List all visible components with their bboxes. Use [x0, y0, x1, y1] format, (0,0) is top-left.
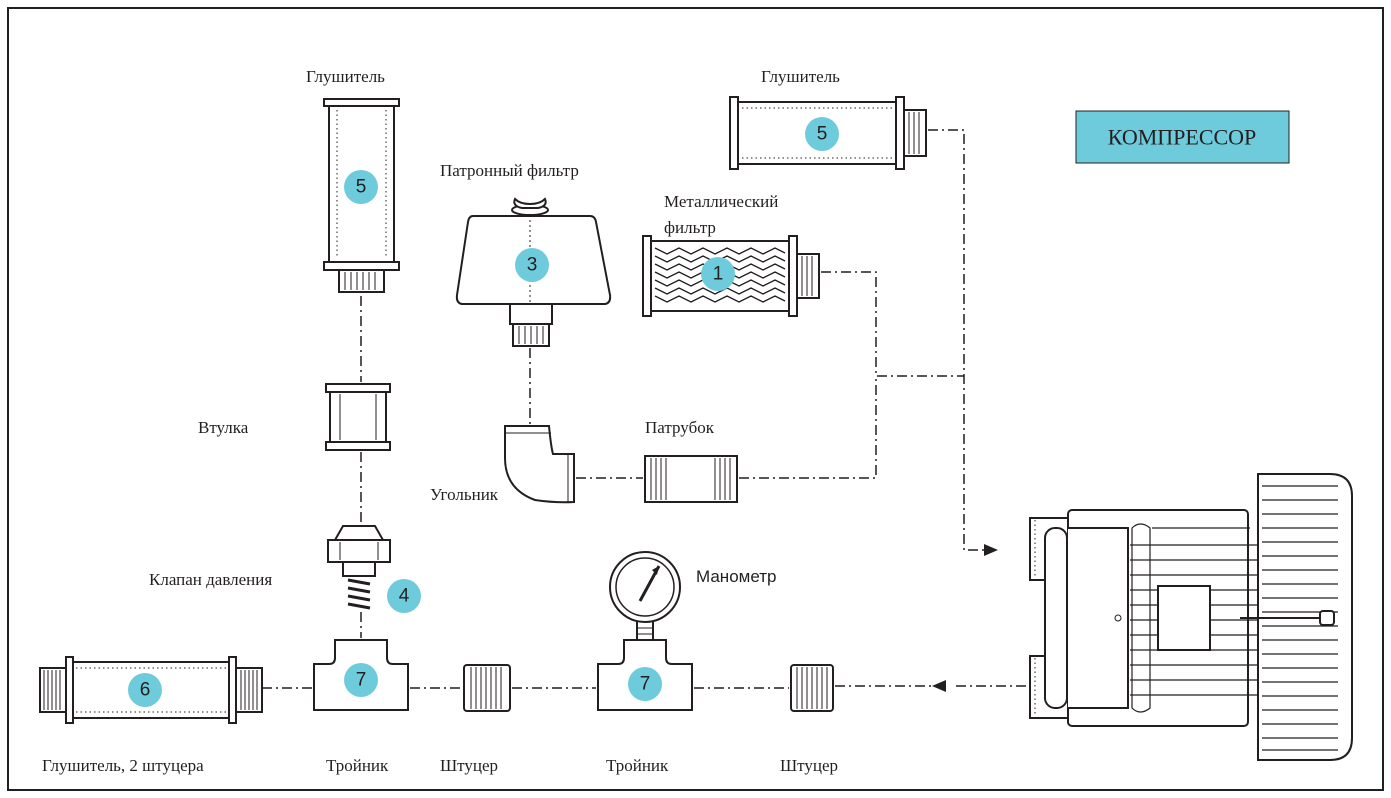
fitting-left	[463, 664, 511, 712]
pressure-valve	[327, 525, 391, 610]
badge-pressure-valve: 4	[387, 579, 421, 613]
elbow	[504, 425, 575, 504]
badge-tee-left: 7	[344, 663, 378, 697]
badge-muffler-top: 5	[344, 170, 378, 204]
badge-text: 3	[527, 255, 538, 276]
fitting-right	[790, 664, 834, 712]
badge-muffler-two: 6	[128, 673, 162, 707]
label-gauge: Манометр	[696, 567, 776, 586]
label-pipe: Патрубок	[645, 418, 715, 437]
badge-metal-filter: 1	[701, 257, 735, 291]
manometer	[609, 551, 681, 641]
label-tee-left: Тройник	[326, 756, 389, 775]
badge-text: 5	[817, 124, 828, 145]
pipe	[644, 455, 738, 503]
label-muffler-top: Глушитель	[306, 67, 385, 86]
badge-cartridge-filter: 3	[515, 248, 549, 282]
compressor	[1029, 473, 1353, 761]
label-fitting-right: Штуцер	[780, 756, 838, 775]
muffler-top-right	[729, 96, 927, 170]
badge-text: 7	[640, 674, 651, 695]
badge-text: 6	[140, 680, 151, 701]
label-metal-filter-line1: Металлический	[664, 192, 778, 211]
muffler-two-fittings	[39, 656, 263, 724]
label-metal-filter-line2: фильтр	[664, 218, 716, 237]
label-muffler-top-right: Глушитель	[761, 67, 840, 86]
label-bushing: Втулка	[198, 418, 249, 437]
badge-tee-right: 7	[628, 667, 662, 701]
label-elbow: Угольник	[430, 485, 499, 504]
badge-text: 7	[356, 670, 367, 691]
badge-muffler-top-right: 5	[805, 117, 839, 151]
arrow-to-compressor-icon	[984, 544, 998, 556]
label-fitting-left: Штуцер	[440, 756, 498, 775]
label-pressure-valve: Клапан давления	[149, 570, 272, 589]
badge-text: 1	[713, 264, 724, 285]
title-text: КОМПРЕССОР	[1108, 125, 1257, 150]
label-tee-right: Тройник	[606, 756, 669, 775]
label-muffler-two: Глушитель, 2 штуцера	[42, 756, 204, 775]
badge-text: 5	[356, 177, 367, 198]
connection-lines	[262, 129, 1028, 692]
label-cartridge-filter: Патронный фильтр	[440, 161, 579, 180]
bushing	[325, 383, 391, 451]
title-box: КОМПРЕССОР	[1075, 110, 1290, 164]
arrow-from-compressor-icon	[932, 680, 946, 692]
badge-text: 4	[399, 586, 410, 607]
outer-border	[7, 7, 1384, 791]
